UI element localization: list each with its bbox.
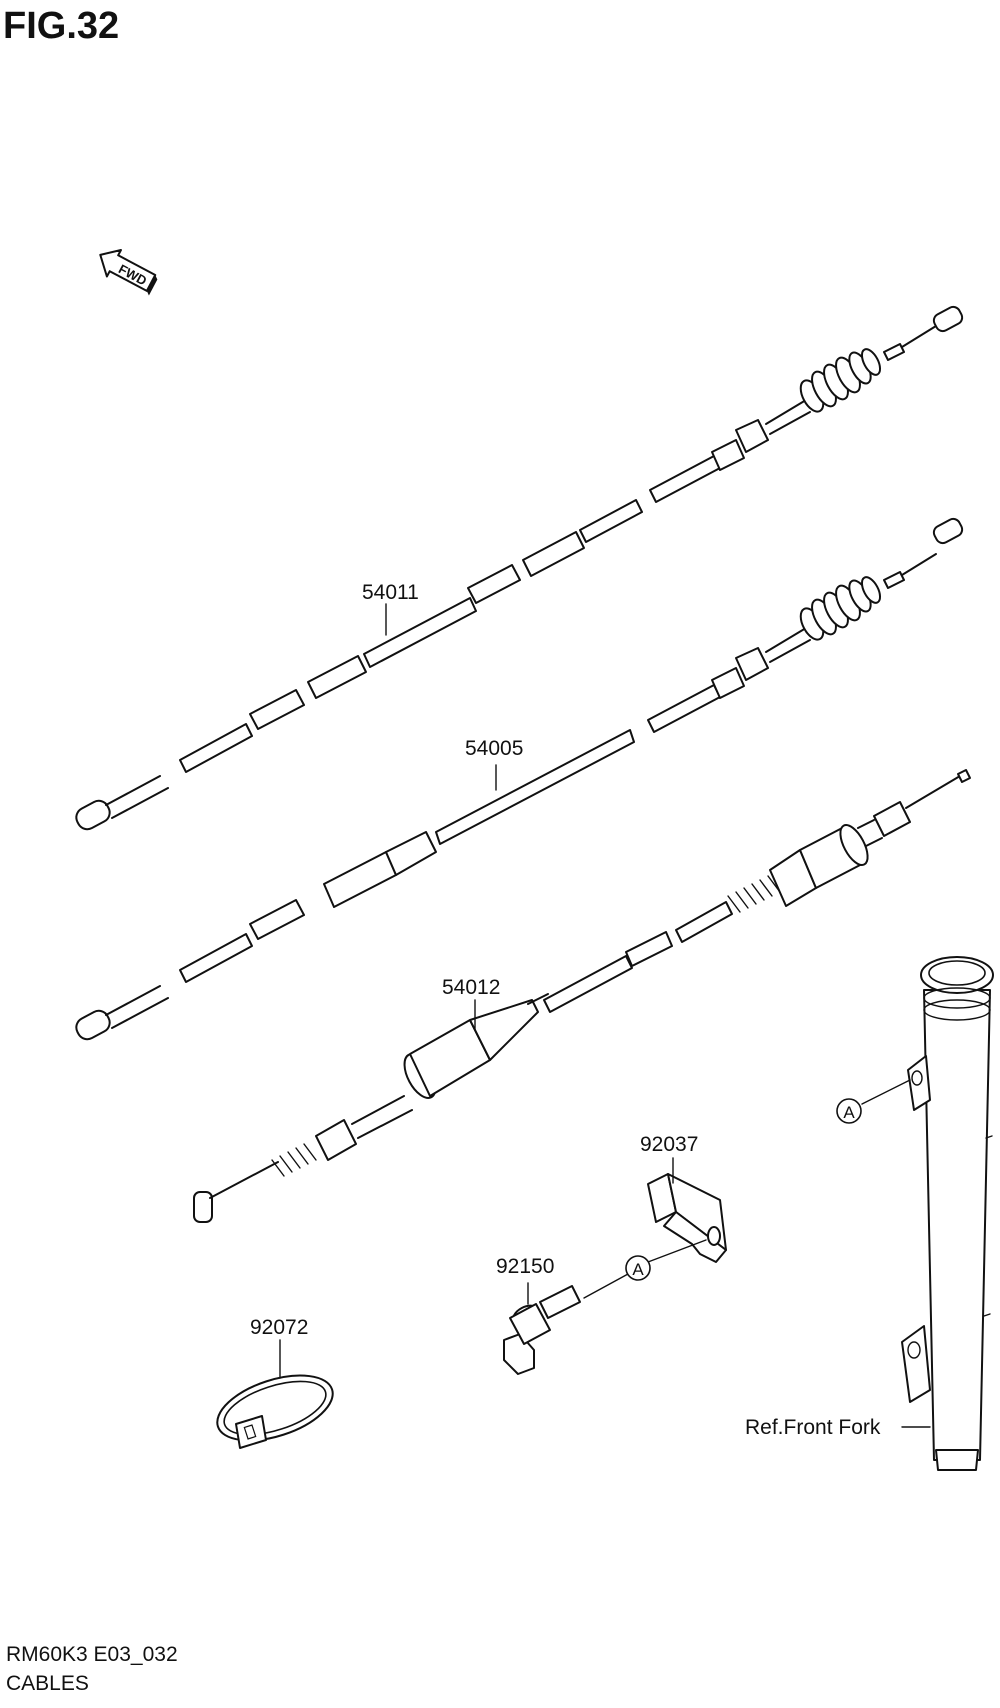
cable-54012-spring-mid	[727, 875, 781, 913]
cable-54012[interactable]	[193, 769, 971, 1223]
cable-54011-end-nipple	[932, 305, 964, 333]
cable-54011-segment	[307, 655, 367, 699]
cable-54012-adjuster-left	[315, 1119, 357, 1161]
marker-a-bolt: A	[625, 1255, 651, 1281]
cable-54011-adjuster	[711, 439, 745, 471]
cable-54005-ferrule	[883, 571, 905, 589]
cable-54011-segment	[179, 723, 253, 773]
front-fork-outer-tube[interactable]	[901, 956, 994, 1471]
label-92072: 92072	[250, 1316, 308, 1339]
cable-54005-segment	[385, 831, 437, 876]
cable-54012-sleeve	[769, 824, 869, 907]
cable-54011-locknut	[735, 419, 769, 453]
section-name: CABLES	[6, 1672, 89, 1695]
model-code: RM60K3 E03_032	[6, 1643, 178, 1666]
cable-54012-segment	[625, 931, 673, 967]
cable-54012-segment	[543, 955, 633, 1013]
label-ref-front-fork: Ref.Front Fork	[745, 1416, 881, 1439]
cable-54011-segment	[649, 455, 721, 503]
part-92072-cable-tie[interactable]	[209, 1363, 340, 1453]
cable-54012-spring-left	[271, 1143, 317, 1177]
part-92037-clamp[interactable]	[647, 1173, 727, 1263]
cable-54005-segment	[323, 851, 397, 908]
cable-54005-boot	[799, 576, 882, 641]
cable-54012-ferrule	[873, 801, 911, 837]
label-92150: 92150	[496, 1255, 554, 1278]
cable-54011-ferrule	[883, 343, 905, 361]
cable-54012-tip	[957, 769, 971, 783]
svg-text:A: A	[632, 1260, 644, 1279]
label-54012: 54012	[442, 976, 500, 999]
cable-54005[interactable]	[73, 516, 965, 1042]
leader-marker-a-fork	[861, 1079, 911, 1105]
leader-marker-a-bolt	[583, 1273, 629, 1299]
cable-54005-segment	[435, 729, 635, 845]
label-54005: 54005	[465, 737, 523, 760]
cable-54011-left-end	[75, 775, 169, 831]
cable-54005-end-nipple	[932, 517, 964, 545]
fwd-arrow-icon: FWD	[99, 249, 158, 296]
label-54011: 54011	[362, 581, 419, 604]
cable-54011-segment	[467, 564, 521, 604]
cable-54011-segment	[579, 499, 643, 543]
cable-54011-boot	[799, 348, 882, 413]
part-92150-bolt[interactable]	[503, 1285, 581, 1375]
cable-54005-locknut	[735, 647, 769, 681]
label-92037: 92037	[640, 1133, 698, 1156]
cable-54005-segment	[647, 684, 721, 733]
cable-54011-segment	[363, 597, 477, 668]
cable-54005-adjuster	[711, 667, 745, 699]
marker-a-fork: A	[836, 1098, 862, 1124]
leader-marker-a-clamp	[647, 1239, 707, 1263]
figure-title: FIG.32	[3, 5, 120, 47]
cable-54012-barrel-end	[193, 1191, 213, 1223]
cable-54012-housing-cap	[403, 999, 539, 1099]
cable-54005-segment	[179, 933, 253, 983]
cable-54011[interactable]	[73, 304, 965, 832]
svg-text:A: A	[843, 1103, 855, 1122]
cable-54005-segment	[249, 899, 305, 940]
cable-54005-left-end	[75, 985, 169, 1041]
cable-54012-segment	[675, 901, 733, 943]
cable-54011-segment	[249, 689, 305, 730]
cable-54011-segment	[522, 531, 585, 577]
